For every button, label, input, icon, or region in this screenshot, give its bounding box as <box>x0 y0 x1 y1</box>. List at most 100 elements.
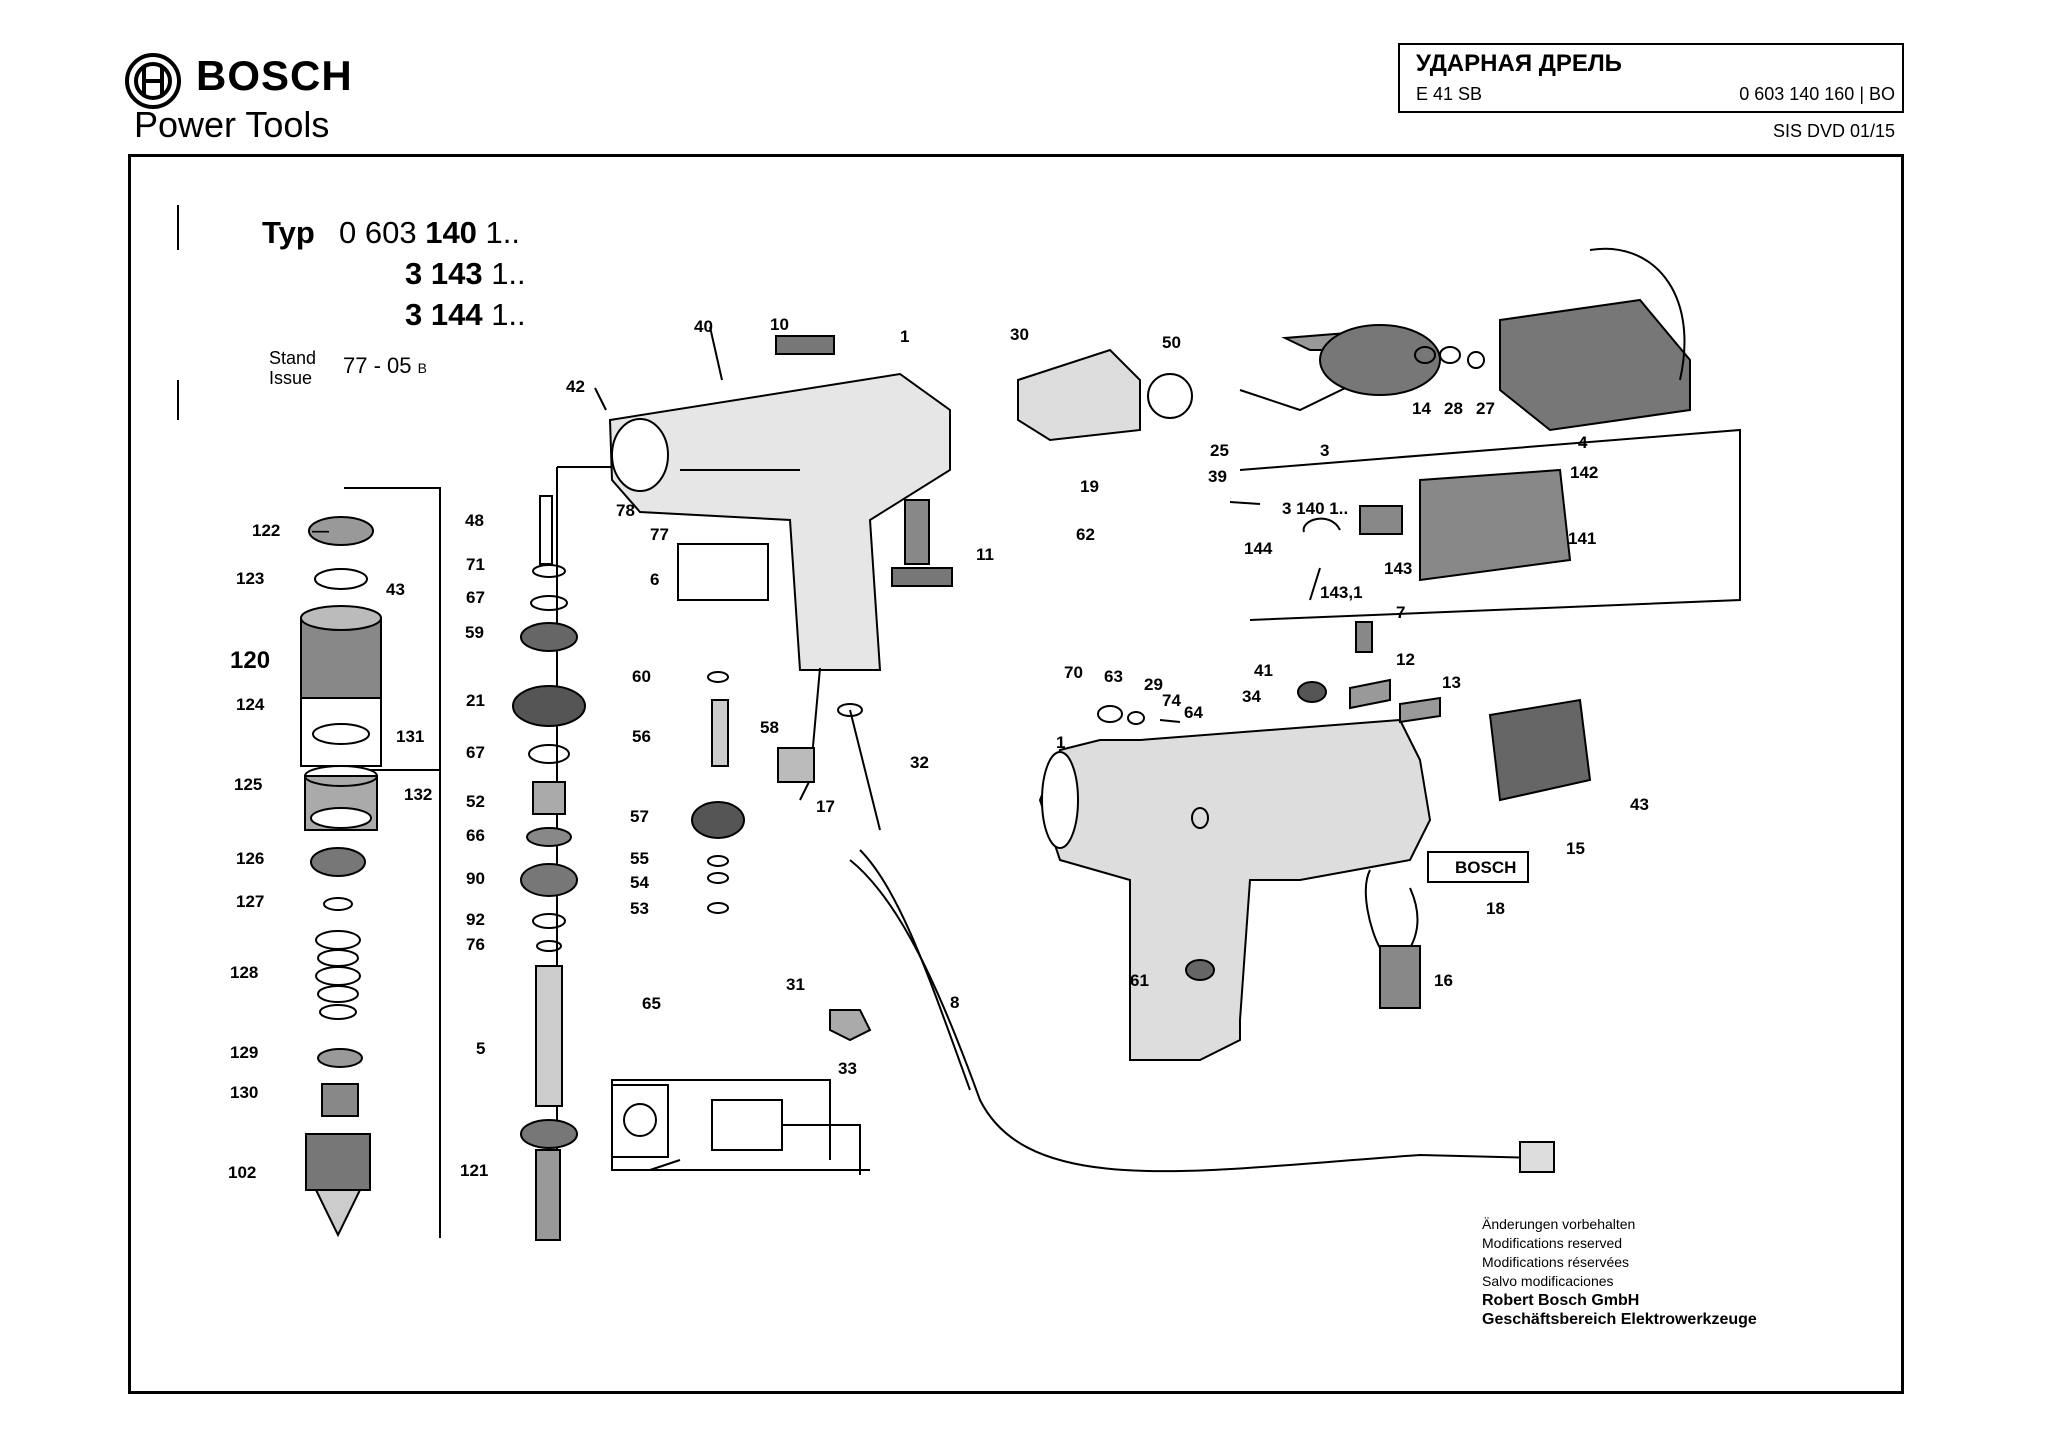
svg-text:3 140 1..: 3 140 1.. <box>1282 499 1348 518</box>
svg-text:123: 123 <box>236 569 264 588</box>
nameplate-label: BOSCH <box>1455 858 1516 877</box>
svg-text:13: 13 <box>1442 673 1461 692</box>
svg-text:90: 90 <box>466 869 485 888</box>
svg-text:122: 122 <box>252 521 280 540</box>
svg-text:6: 6 <box>650 570 659 589</box>
svg-text:92: 92 <box>466 910 485 929</box>
svg-text:21: 21 <box>466 691 485 710</box>
svg-text:144: 144 <box>1244 539 1273 558</box>
svg-text:34: 34 <box>1242 687 1261 706</box>
svg-text:141: 141 <box>1568 529 1596 548</box>
svg-text:102: 102 <box>228 1163 256 1182</box>
type-row: 3 143 1.. <box>405 256 526 291</box>
svg-text:27: 27 <box>1476 399 1495 418</box>
svg-text:57: 57 <box>630 807 649 826</box>
svg-text:61: 61 <box>1130 971 1149 990</box>
diagram-frame <box>128 154 1904 1394</box>
note-line: Modifications reserved <box>1482 1235 1623 1251</box>
svg-text:43: 43 <box>386 580 405 599</box>
svg-text:4: 4 <box>1578 433 1588 452</box>
svg-text:74: 74 <box>1162 691 1181 710</box>
type-label: Typ <box>262 215 315 250</box>
svg-text:56: 56 <box>632 727 651 746</box>
brand-name: BOSCH <box>196 52 353 99</box>
svg-text:130: 130 <box>230 1083 258 1102</box>
svg-text:39: 39 <box>1208 467 1227 486</box>
company-name: Robert Bosch GmbH <box>1482 1292 1640 1309</box>
svg-text:126: 126 <box>236 849 264 868</box>
svg-text:18: 18 <box>1486 899 1505 918</box>
svg-text:19: 19 <box>1080 477 1099 496</box>
svg-text:64: 64 <box>1184 703 1203 722</box>
svg-text:59: 59 <box>465 623 484 642</box>
svg-text:7: 7 <box>1396 603 1405 622</box>
svg-text:131: 131 <box>396 727 424 746</box>
svg-text:31: 31 <box>786 975 805 994</box>
svg-text:58: 58 <box>760 718 779 737</box>
svg-text:25: 25 <box>1210 441 1229 460</box>
svg-text:11: 11 <box>976 545 994 564</box>
svg-text:5: 5 <box>476 1039 485 1058</box>
svg-text:143: 143 <box>1384 559 1412 578</box>
note-line: Modifications réservées <box>1482 1254 1630 1270</box>
dvd-reference: SIS DVD 01/15 <box>1772 121 1895 141</box>
svg-text:1: 1 <box>1056 733 1065 752</box>
svg-text:28: 28 <box>1444 399 1463 418</box>
type-row: 0 603 140 1.. <box>339 215 521 250</box>
svg-text:14: 14 <box>1412 399 1431 418</box>
svg-text:54: 54 <box>630 873 649 892</box>
model-number: E 41 SB <box>1416 84 1483 104</box>
part-number: 0 603 140 160 | BO <box>1739 84 1895 104</box>
svg-text:77: 77 <box>650 525 669 544</box>
svg-text:8: 8 <box>950 993 959 1012</box>
type-row: 3 144 1.. <box>405 297 526 332</box>
svg-text:—: — <box>312 521 329 540</box>
svg-text:124: 124 <box>236 695 265 714</box>
brand-subtitle: Power Tools <box>134 104 330 145</box>
svg-text:67: 67 <box>466 588 485 607</box>
svg-text:33: 33 <box>838 1059 857 1078</box>
note-line: Salvo modificaciones <box>1482 1273 1614 1289</box>
svg-text:125: 125 <box>234 775 262 794</box>
svg-text:53: 53 <box>630 899 649 918</box>
svg-text:15: 15 <box>1566 839 1585 858</box>
svg-text:70: 70 <box>1064 663 1083 682</box>
svg-text:42: 42 <box>566 377 585 396</box>
svg-text:50: 50 <box>1162 333 1181 352</box>
svg-text:40: 40 <box>694 317 713 336</box>
division-name: Geschäftsbereich Elektrowerkzeuge <box>1482 1311 1757 1328</box>
svg-text:16: 16 <box>1434 971 1453 990</box>
svg-text:10: 10 <box>770 315 789 334</box>
svg-text:129: 129 <box>230 1043 258 1062</box>
svg-text:30: 30 <box>1010 325 1029 344</box>
svg-text:128: 128 <box>230 963 258 982</box>
svg-text:48: 48 <box>465 511 484 530</box>
svg-text:71: 71 <box>466 555 485 574</box>
svg-text:142: 142 <box>1570 463 1598 482</box>
stand-value: 77 - 05 B <box>343 353 427 378</box>
svg-text:12: 12 <box>1396 650 1415 669</box>
svg-text:3: 3 <box>1320 441 1329 460</box>
svg-text:55: 55 <box>630 849 649 868</box>
svg-text:52: 52 <box>466 792 485 811</box>
svg-text:132: 132 <box>404 785 432 804</box>
modification-notes: Änderungen vorbehalten Modifications res… <box>1482 1215 1757 1329</box>
svg-text:41: 41 <box>1254 661 1273 680</box>
svg-text:143,1: 143,1 <box>1320 583 1363 602</box>
svg-text:120: 120 <box>230 647 270 674</box>
document-title: УДАРНАЯ ДРЕЛЬ <box>1416 50 1622 77</box>
svg-text:17: 17 <box>816 797 835 816</box>
svg-text:60: 60 <box>632 667 651 686</box>
svg-text:76: 76 <box>466 935 485 954</box>
svg-text:66: 66 <box>466 826 485 845</box>
svg-text:78: 78 <box>616 501 635 520</box>
svg-text:65: 65 <box>642 994 661 1013</box>
svg-text:121: 121 <box>460 1161 488 1180</box>
svg-text:63: 63 <box>1104 667 1123 686</box>
svg-text:32: 32 <box>910 753 929 772</box>
svg-text:29: 29 <box>1144 675 1163 694</box>
svg-text:43: 43 <box>1630 795 1649 814</box>
svg-text:127: 127 <box>236 892 264 911</box>
